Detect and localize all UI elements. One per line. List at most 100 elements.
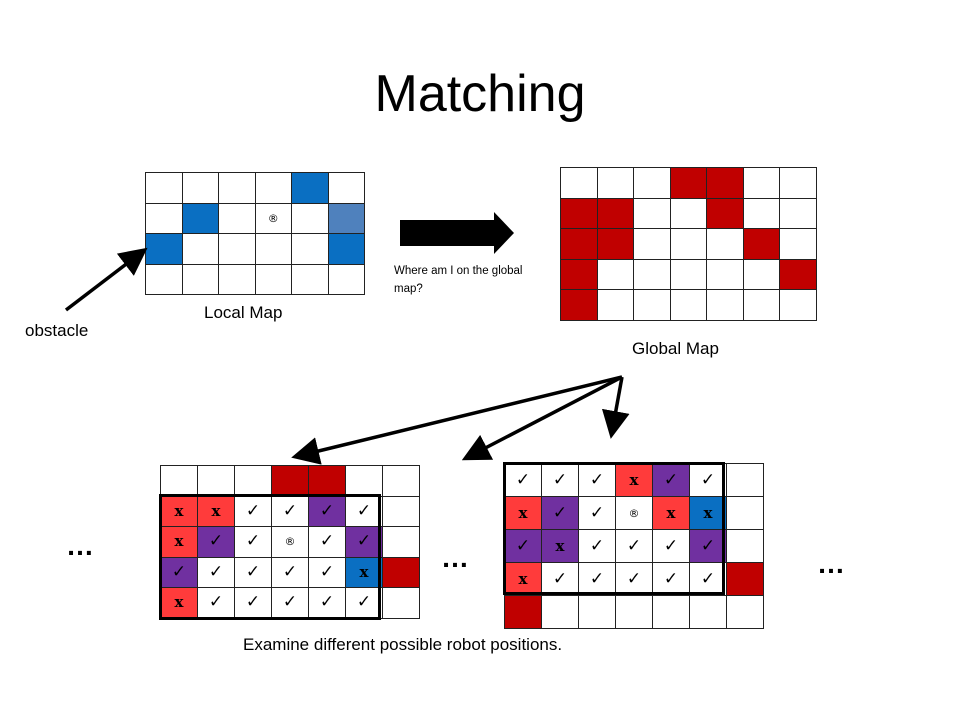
check-mark-icon: ✓ bbox=[356, 531, 372, 552]
check-mark-icon: ✓ bbox=[245, 561, 261, 582]
arrow-to-right-candidate bbox=[601, 376, 630, 439]
check-mark-icon: ✓ bbox=[208, 531, 224, 552]
ellipsis-right: … bbox=[817, 548, 846, 579]
local-map-overlay-frame-left bbox=[159, 494, 381, 620]
slide-title: Matching bbox=[374, 65, 586, 123]
candidate-right-robot-cell: ® bbox=[615, 496, 653, 530]
local-map-obstacle-cell bbox=[327, 233, 365, 265]
local-map-cell bbox=[327, 263, 365, 295]
candidate-right-match-cell: ✓ bbox=[578, 562, 616, 596]
robot-icon: ® bbox=[267, 211, 279, 225]
local-map-cell bbox=[145, 172, 183, 204]
x-mark-icon: x bbox=[518, 503, 528, 522]
global-map-cell bbox=[669, 228, 707, 260]
check-mark-icon: ✓ bbox=[552, 502, 568, 523]
candidate-left-match-cell: ✓ bbox=[197, 587, 235, 619]
candidate-left-match-cell: ✓ bbox=[308, 526, 346, 558]
local-map-cell bbox=[327, 172, 365, 204]
check-mark-icon: ✓ bbox=[589, 502, 605, 523]
check-mark-icon: ✓ bbox=[356, 592, 372, 613]
check-mark-icon: ✓ bbox=[589, 535, 605, 556]
global-map-cell bbox=[560, 167, 598, 199]
x-mark-icon: x bbox=[555, 536, 565, 555]
local-map-overlay-frame-right bbox=[503, 462, 725, 595]
candidate-left-match-cell: ✓ bbox=[160, 556, 198, 588]
candidate-right-mismatch-cell: x bbox=[689, 496, 727, 530]
candidate-right-cell bbox=[689, 595, 727, 629]
check-mark-icon: ✓ bbox=[208, 561, 224, 582]
global-map-cell bbox=[742, 197, 780, 229]
check-mark-icon: ✓ bbox=[626, 535, 642, 556]
candidate-left-match-cell: ✓ bbox=[308, 556, 346, 588]
check-mark-icon: ✓ bbox=[589, 568, 605, 589]
check-mark-icon: ✓ bbox=[319, 592, 335, 613]
check-mark-icon: ✓ bbox=[245, 592, 261, 613]
candidate-left-match-cell: ✓ bbox=[234, 556, 272, 588]
check-mark-icon: ✓ bbox=[663, 469, 679, 490]
check-mark-icon: ✓ bbox=[515, 535, 531, 556]
global-map-cell bbox=[633, 167, 671, 199]
candidate-left-mismatch-cell: x bbox=[345, 556, 383, 588]
candidate-right-obstacle-cell bbox=[726, 562, 764, 596]
check-mark-icon: ✓ bbox=[319, 500, 335, 521]
obstacle-pointer-arrow bbox=[64, 247, 148, 312]
global-map-cell bbox=[633, 228, 671, 260]
ellipsis-left: … bbox=[66, 530, 95, 561]
global-map-obstacle-cell bbox=[596, 228, 634, 260]
candidate-left-obstacle-cell bbox=[308, 465, 346, 497]
x-mark-icon: x bbox=[174, 532, 184, 551]
local-map-label: Local Map bbox=[204, 303, 283, 322]
candidate-right-mismatch-cell: x bbox=[541, 529, 579, 563]
check-mark-icon: ✓ bbox=[552, 469, 568, 490]
global-map-obstacle-cell bbox=[706, 167, 744, 199]
global-map-obstacle-cell bbox=[560, 258, 598, 290]
global-map-cell bbox=[742, 258, 780, 290]
global-map-cell bbox=[633, 258, 671, 290]
check-mark-icon: ✓ bbox=[515, 469, 531, 490]
x-mark-icon: x bbox=[703, 503, 713, 522]
x-mark-icon: x bbox=[629, 470, 639, 489]
x-mark-icon: x bbox=[518, 569, 528, 588]
global-map-cell bbox=[779, 167, 817, 199]
check-mark-icon: ✓ bbox=[663, 535, 679, 556]
candidate-left-match-cell: ✓ bbox=[345, 495, 383, 527]
candidate-right-match-cell: ✓ bbox=[652, 529, 690, 563]
check-mark-icon: ✓ bbox=[208, 592, 224, 613]
global-map-obstacle-cell bbox=[560, 228, 598, 260]
x-mark-icon: x bbox=[359, 562, 369, 581]
candidate-left-match-cell: ✓ bbox=[234, 587, 272, 619]
check-mark-icon: ✓ bbox=[589, 469, 605, 490]
candidate-right-match-cell: ✓ bbox=[578, 463, 616, 497]
caption: Examine different possible robot positio… bbox=[243, 635, 563, 654]
candidate-right-match-cell: ✓ bbox=[615, 529, 653, 563]
x-mark-icon: x bbox=[174, 593, 184, 612]
check-mark-icon: ✓ bbox=[171, 561, 187, 582]
robot-icon: ® bbox=[628, 506, 640, 520]
candidate-left-match-cell: ✓ bbox=[271, 495, 309, 527]
right-arrow-icon bbox=[400, 212, 514, 254]
candidate-right-match-cell: ✓ bbox=[652, 463, 690, 497]
arrow-to-left-candidate bbox=[291, 375, 623, 465]
candidate-right-cell bbox=[726, 595, 764, 629]
candidate-right-cell bbox=[578, 595, 616, 629]
obstacle-label: obstacle bbox=[25, 321, 89, 340]
global-map-cell bbox=[596, 167, 634, 199]
local-map-cell bbox=[181, 263, 219, 295]
local-map-cell bbox=[254, 263, 292, 295]
x-mark-icon: x bbox=[666, 503, 676, 522]
candidate-right-cell bbox=[726, 463, 764, 497]
local-map-cell bbox=[291, 233, 329, 265]
ellipsis-middle: … bbox=[441, 542, 470, 573]
check-mark-icon: ✓ bbox=[700, 568, 716, 589]
check-mark-icon: ✓ bbox=[700, 469, 716, 490]
local-map-cell bbox=[254, 172, 292, 204]
local-map-obstacle-cell bbox=[327, 202, 365, 234]
candidate-left-cell bbox=[345, 465, 383, 497]
local-map-cell bbox=[218, 233, 256, 265]
check-mark-icon: ✓ bbox=[319, 531, 335, 552]
local-map-cell bbox=[145, 263, 183, 295]
check-mark-icon: ✓ bbox=[663, 568, 679, 589]
x-mark-icon: x bbox=[174, 501, 184, 520]
check-mark-icon: ✓ bbox=[552, 568, 568, 589]
